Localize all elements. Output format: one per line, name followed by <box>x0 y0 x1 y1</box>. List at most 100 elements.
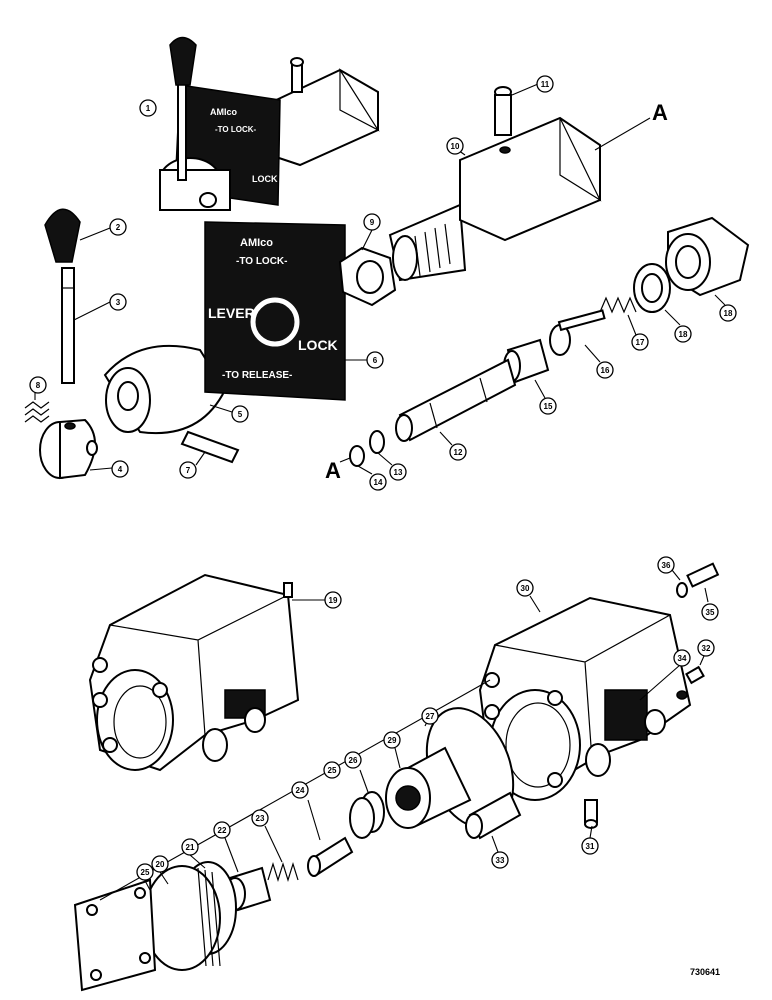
svg-text:3: 3 <box>116 298 121 307</box>
svg-text:25: 25 <box>141 868 150 877</box>
callout-13: 13 <box>389 463 407 481</box>
reference-letter-a-bottom: A <box>325 458 341 483</box>
svg-text:16: 16 <box>601 366 610 375</box>
yoke-hub <box>103 344 233 434</box>
lever-assembly-installed: AMIco -TO LOCK- LOCK <box>159 36 380 211</box>
callout-15: 15 <box>539 397 557 415</box>
callout-12: 12 <box>449 443 467 461</box>
lower-spring <box>264 825 299 883</box>
plug <box>685 655 705 685</box>
washer <box>633 263 681 326</box>
callout-1: 1 <box>139 99 157 117</box>
callout-9: 9 <box>363 213 381 231</box>
callout-19: 19 <box>324 591 342 609</box>
svg-text:10: 10 <box>451 142 460 151</box>
callout-23: 23 <box>251 809 269 827</box>
svg-text:6: 6 <box>373 356 378 365</box>
svg-text:9: 9 <box>370 218 375 227</box>
hex-nut <box>338 229 397 307</box>
svg-text:32: 32 <box>702 644 711 653</box>
callout-16: 16 <box>596 361 614 379</box>
callout-20: 20 <box>151 855 169 873</box>
callout-14: 14 <box>369 473 387 491</box>
callout-32: 32 <box>697 639 715 657</box>
svg-text:7: 7 <box>186 466 191 475</box>
plate-lever: LEVER <box>208 305 255 321</box>
callout-31: 31 <box>581 837 599 855</box>
pin <box>180 430 240 466</box>
shaft <box>395 358 517 446</box>
callout-25a: 25 <box>323 761 341 779</box>
instruction-plate: AMIco -TO LOCK- LEVER LOCK -TO RELEASE- <box>204 221 368 401</box>
callout-25b: 25 <box>136 863 154 881</box>
plunger <box>549 309 606 363</box>
relief-fitting <box>671 562 720 603</box>
callout-33: 33 <box>491 851 509 869</box>
svg-text:12: 12 <box>454 448 463 457</box>
svg-text:22: 22 <box>218 826 227 835</box>
svg-text:4: 4 <box>118 465 123 474</box>
mounting-plate <box>73 874 157 992</box>
svg-text:34: 34 <box>678 654 687 663</box>
svg-text:25: 25 <box>328 766 337 775</box>
plate-to-release: -TO RELEASE- <box>222 370 292 381</box>
svg-text:18: 18 <box>724 309 733 318</box>
spring-ring <box>349 769 385 839</box>
grease-fitting <box>494 83 539 136</box>
callout-17: 17 <box>631 333 649 351</box>
callout-21: 21 <box>181 838 199 856</box>
plate-brand: AMIco <box>240 237 273 249</box>
callout-26: 26 <box>344 751 362 769</box>
svg-text:29: 29 <box>388 736 397 745</box>
callout-29: 29 <box>383 731 401 749</box>
leader-34 <box>639 664 681 701</box>
grease-fitting-lower <box>584 799 598 839</box>
plate-lock: LOCK <box>298 337 338 353</box>
callout-8: 8 <box>29 376 47 394</box>
svg-text:36: 36 <box>662 561 671 570</box>
svg-text:19: 19 <box>329 596 338 605</box>
o-ring <box>369 430 393 466</box>
svg-text:33: 33 <box>496 856 505 865</box>
callout-2: 2 <box>109 218 127 236</box>
callout-34: 34 <box>673 649 691 667</box>
callout-36: 36 <box>657 556 675 574</box>
svg-text:5: 5 <box>238 410 243 419</box>
callout-5: 5 <box>231 405 249 423</box>
svg-text:2: 2 <box>116 223 121 232</box>
callout-11: 11 <box>536 75 554 93</box>
callout-35: 35 <box>701 603 719 621</box>
svg-text:23: 23 <box>256 814 265 823</box>
valve-body <box>388 116 651 282</box>
svg-text:24: 24 <box>296 786 305 795</box>
svg-text:11: 11 <box>541 80 550 89</box>
housing-right <box>478 595 692 801</box>
callout-18a: 18 <box>674 325 692 343</box>
callout-24: 24 <box>291 781 309 799</box>
callout-7: 7 <box>179 461 197 479</box>
knob <box>44 208 111 263</box>
svg-text:30: 30 <box>521 584 530 593</box>
small-plate-to-lock: -TO LOCK- <box>215 125 257 134</box>
callout-18b: 18 <box>719 304 737 322</box>
reference-letter-a-top: A <box>652 100 668 125</box>
plate-to-lock: -TO LOCK- <box>236 256 287 267</box>
housing-left <box>88 573 325 772</box>
lever-rod <box>61 267 111 384</box>
end-cap <box>143 865 221 971</box>
plunger-spring <box>599 296 637 336</box>
hex-cap <box>665 216 750 306</box>
callout-27: 27 <box>421 707 439 725</box>
callout-3: 3 <box>109 293 127 311</box>
detent-spring <box>24 392 50 423</box>
snap-ring <box>339 445 373 475</box>
svg-text:18: 18 <box>679 330 688 339</box>
collar <box>39 418 113 480</box>
svg-text:1: 1 <box>146 104 151 113</box>
callout-4: 4 <box>111 460 129 478</box>
svg-text:20: 20 <box>156 860 165 869</box>
svg-text:26: 26 <box>349 756 358 765</box>
svg-text:27: 27 <box>426 712 435 721</box>
small-plate-brand: AMIco <box>210 107 238 117</box>
